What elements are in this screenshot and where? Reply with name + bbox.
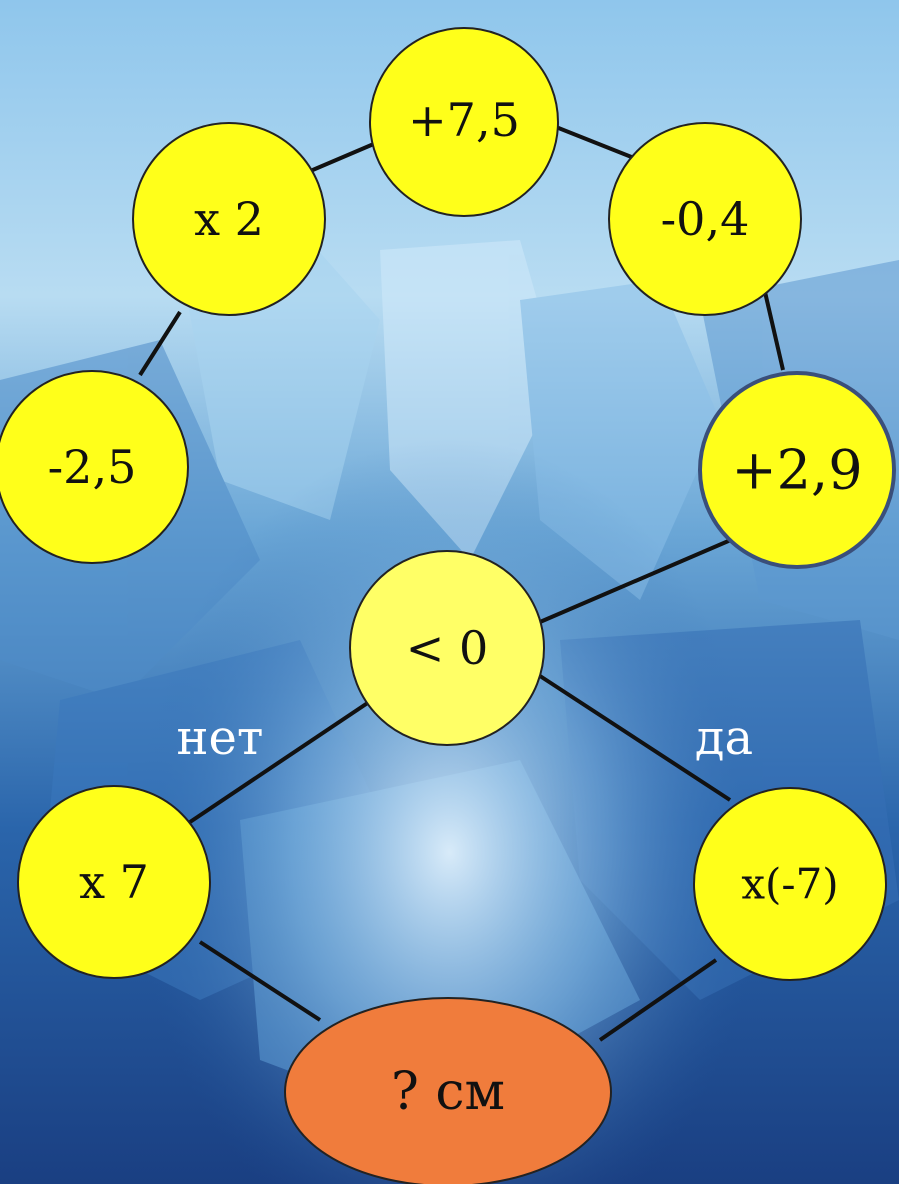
node-less-zero: < 0 [349,550,545,746]
node-mul-7: x 7 [17,785,211,979]
node-sub-2-5: -2,5 [0,370,189,564]
branch-label-no: нет [177,710,264,766]
node-mul-2-label: x 2 [194,192,264,246]
edge-add75-sub04 [555,125,635,160]
node-sub-0-4-label: -0,4 [661,192,750,246]
node-mul-2: x 2 [132,122,326,316]
node-less-zero-label: < 0 [406,621,488,675]
branch-label-yes: да [695,710,753,766]
node-sub-2-5-label: -2,5 [48,440,137,494]
node-add-7-5: +7,5 [369,27,559,217]
node-result-label: ? см [391,1062,505,1122]
edges [138,125,785,1042]
node-add-7-5-label: +7,5 [408,93,520,147]
node-mul-neg-7-label: x(-7) [741,860,838,909]
edge-sub04-add29 [763,291,785,371]
edge-less0-mulneg7 [538,674,732,802]
node-add-2-9: +2,9 [698,371,896,569]
node-add-2-9-label: +2,9 [731,439,862,502]
edge-mul2-sub25 [138,310,182,377]
edge-mul2-add75 [307,141,377,174]
node-result: ? см [284,997,612,1184]
node-sub-0-4: -0,4 [608,122,802,316]
edge-add29-less0 [539,534,741,624]
node-mul-7-label: x 7 [79,855,149,909]
edge-mul7-result [198,940,322,1022]
edge-mulneg7-result [598,958,718,1042]
node-mul-neg-7: x(-7) [693,787,887,981]
edge-less0-mul7 [188,694,380,824]
